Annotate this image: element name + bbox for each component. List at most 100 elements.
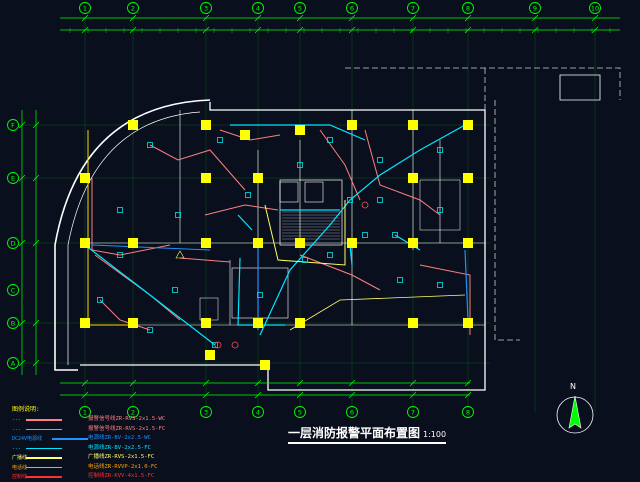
bus-wire (84, 244, 216, 346)
axis-bubble (252, 2, 264, 14)
axis-bubble (127, 2, 139, 14)
legend-row: 电话线电话线ZR-RVVP-2x1.0-FC (12, 463, 262, 473)
smoke-detector-icon (437, 207, 443, 213)
legend-description: 报警信号线ZR-RVS-2x1.5-WC (88, 416, 166, 422)
dimension-tick (591, 14, 599, 22)
smoke-detector-icon (175, 212, 181, 218)
signal-wire (149, 144, 246, 191)
column (205, 350, 215, 360)
smoke-detector-icon (217, 137, 223, 143)
legend-symbol: 控制线 (12, 474, 28, 480)
smoke-detector-icon (147, 327, 153, 333)
toilet-room (419, 179, 461, 231)
dimension-tick (129, 379, 137, 387)
dimension-tick (32, 121, 40, 129)
dimension-tick (531, 14, 539, 22)
curved-inner-wall (67, 111, 201, 365)
dimension-tick (202, 26, 210, 34)
axis-bubble-label: 3 (204, 4, 208, 12)
axis-bubble-label: 6 (350, 408, 354, 416)
dimension-tick (296, 14, 304, 22)
axis-bubble (7, 237, 19, 249)
curved-outer-wall (54, 99, 211, 371)
sounder-icon (175, 250, 185, 259)
smoke-detector-icon (397, 277, 403, 283)
dimension-tick (296, 391, 304, 399)
column (347, 120, 357, 130)
fire-alarm-devices (97, 120, 443, 349)
dimension-tick (32, 239, 40, 247)
axis-bubble-label: 1 (83, 408, 87, 416)
axis-bubble (7, 172, 19, 184)
dimension-tick (254, 391, 262, 399)
drawing-scale: 1:100 (423, 430, 447, 439)
column (408, 318, 418, 328)
signal-wire (319, 129, 361, 201)
dimension-tick (18, 174, 26, 182)
legend-line-swatch (26, 447, 62, 449)
signal-wire (299, 254, 381, 291)
axis-bubble-label: F (11, 121, 15, 129)
legend-heading: 图例说明: (12, 406, 40, 413)
bus-wire (259, 124, 466, 336)
north-arrow-icon (556, 395, 594, 434)
column (128, 120, 138, 130)
legend-line-swatch (26, 466, 62, 468)
bus-wire (230, 124, 366, 141)
signal-wire (91, 178, 171, 256)
axis-bubble (200, 406, 212, 418)
smoke-detector-icon (392, 232, 398, 238)
dimension-tick (254, 26, 262, 34)
column (295, 238, 305, 248)
dimension-tick (18, 239, 26, 247)
axis-bubble (529, 2, 541, 14)
legend-description: 电源线ZR-BV-2x2.5-WC (88, 435, 151, 441)
column (408, 238, 418, 248)
axis-bubble (79, 2, 91, 14)
smoke-detector-icon (437, 282, 443, 288)
elevator-shaft (279, 181, 299, 203)
axis-bubble (252, 406, 264, 418)
axis-bubble-label: 4 (256, 4, 260, 12)
axis-bubble-label: E (11, 174, 15, 182)
axis-bubble-label: A (11, 359, 16, 367)
column (260, 360, 270, 370)
legend-line-swatch (52, 438, 88, 440)
axis-bubble (127, 406, 139, 418)
column (463, 318, 473, 328)
smoke-detector-icon (377, 157, 383, 163)
legend-row: ---电源线ZR-BV-2x2.5-FC (12, 444, 262, 454)
axis-bubble (589, 2, 601, 14)
column (295, 318, 305, 328)
dimension-lines (18, 14, 620, 399)
axis-bubble (7, 317, 19, 329)
dimension-tick (32, 174, 40, 182)
column (80, 318, 90, 328)
dimension-tick (129, 26, 137, 34)
dimension-tick (81, 14, 89, 22)
column (80, 173, 90, 183)
dimension-tick (409, 379, 417, 387)
axis-bubble (346, 406, 358, 418)
legend-symbol: 电话线 (12, 464, 28, 471)
dimension-tick (348, 26, 356, 34)
dimension-tick (348, 379, 356, 387)
column (253, 238, 263, 248)
column (463, 238, 473, 248)
smoke-detector-icon (302, 257, 308, 263)
power-wire (264, 200, 346, 266)
bus-wire (349, 244, 353, 266)
alarm-bell-icon (361, 201, 369, 209)
dimension-tick (464, 391, 472, 399)
axis-bubble (407, 2, 419, 14)
axis-bubble-label: 4 (256, 408, 260, 416)
legend-line-swatch (26, 476, 62, 478)
smoke-detector-icon (362, 232, 368, 238)
axis-bubble-label: 5 (298, 408, 302, 416)
axis-bubble (7, 284, 19, 296)
signal-wire (419, 264, 471, 335)
smoke-detector-icon (97, 297, 103, 303)
alarm-bell-icon (214, 341, 222, 349)
north-arrow-icon (568, 395, 582, 429)
